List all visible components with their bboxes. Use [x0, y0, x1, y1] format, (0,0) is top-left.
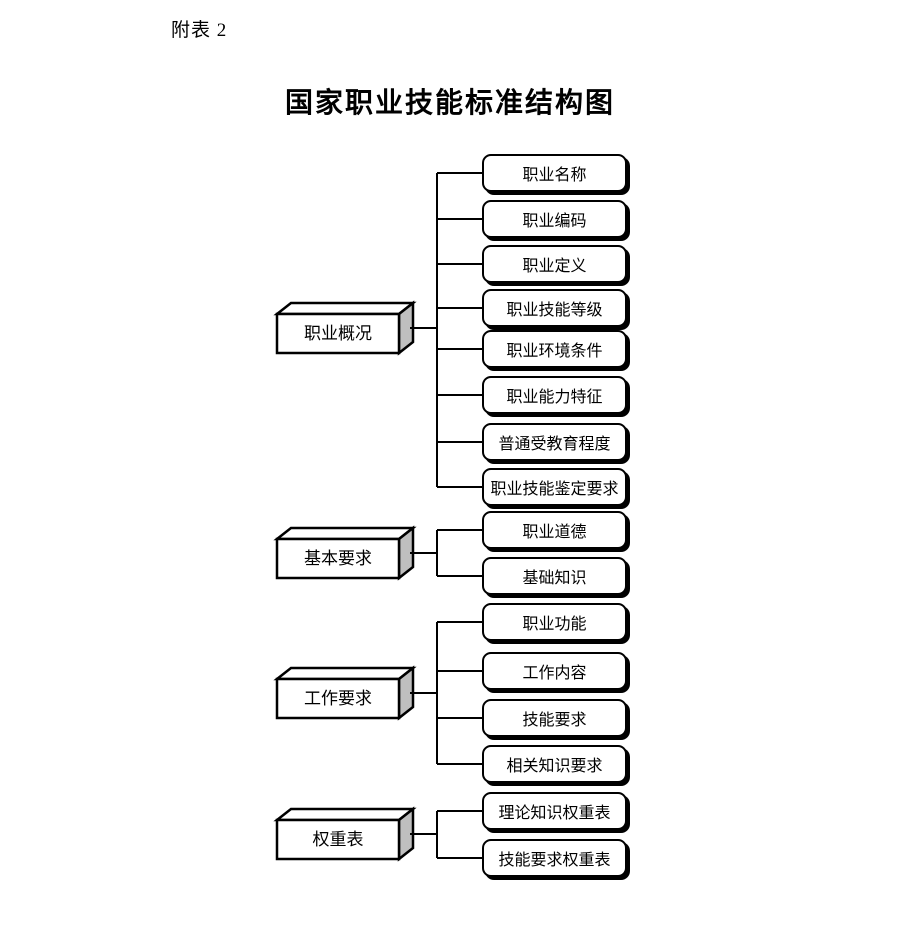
trunk-line — [436, 811, 438, 858]
parent-3d-box-weight-tables — [273, 806, 417, 862]
leaf-box-basic-requirements-1: 基础知识 — [482, 557, 627, 595]
connector-line — [437, 263, 482, 265]
leaf-box-occupation-overview-6: 普通受教育程度 — [482, 423, 627, 461]
parent-box-label-occupation-overview: 职业概况 — [304, 324, 372, 343]
connector-line — [410, 692, 437, 694]
parent-3d-box-occupation-overview — [273, 300, 417, 356]
connector-line — [437, 529, 482, 531]
leaf-box-work-requirements-1: 工作内容 — [482, 652, 627, 690]
leaf-box-occupation-overview-0: 职业名称 — [482, 154, 627, 192]
connector-line — [437, 621, 482, 623]
leaf-box-occupation-overview-2: 职业定义 — [482, 245, 627, 283]
trunk-line — [436, 530, 438, 576]
box-front-face — [275, 818, 401, 861]
leaf-box-work-requirements-0: 职业功能 — [482, 603, 627, 641]
leaf-box-weight-tables-1: 技能要求权重表 — [482, 839, 627, 877]
leaf-box-work-requirements-3: 相关知识要求 — [482, 745, 627, 783]
leaf-box-work-requirements-2: 技能要求 — [482, 699, 627, 737]
connector-line — [437, 348, 482, 350]
leaf-box-occupation-overview-4: 职业环境条件 — [482, 330, 627, 368]
connector-line — [410, 833, 437, 835]
connector-line — [437, 307, 482, 309]
connector-line — [437, 763, 482, 765]
leaf-box-weight-tables-0: 理论知识权重表 — [482, 792, 627, 830]
connector-line — [437, 486, 482, 488]
box-top-face — [273, 301, 417, 316]
parent-3d-box-work-requirements — [273, 665, 417, 721]
connector-line — [437, 810, 482, 812]
page-annotation: 附表 2 — [171, 20, 228, 41]
connector-line — [437, 441, 482, 443]
box-front-face — [275, 677, 401, 720]
connector-line — [437, 218, 482, 220]
connector-line — [437, 717, 482, 719]
parent-3d-box-basic-requirements — [273, 525, 417, 581]
box-front-face — [275, 537, 401, 580]
page-title: 国家职业技能标准结构图 — [284, 88, 615, 119]
connector-line — [437, 857, 482, 859]
leaf-box-occupation-overview-1: 职业编码 — [482, 200, 627, 238]
connector-line — [437, 394, 482, 396]
parent-box-label-weight-tables: 权重表 — [312, 830, 364, 849]
connector-line — [437, 575, 482, 577]
parent-box-label-basic-requirements: 基本要求 — [304, 549, 372, 568]
box-top-face — [273, 526, 417, 541]
box-front-face — [275, 312, 401, 355]
box-top-face — [273, 666, 417, 681]
connector-line — [437, 670, 482, 672]
leaf-box-occupation-overview-7: 职业技能鉴定要求 — [482, 468, 627, 506]
leaf-box-occupation-overview-5: 职业能力特征 — [482, 376, 627, 414]
connector-line — [410, 552, 437, 554]
leaf-box-occupation-overview-3: 职业技能等级 — [482, 289, 627, 327]
box-top-face — [273, 807, 417, 822]
trunk-line — [436, 173, 438, 487]
leaf-box-basic-requirements-0: 职业道德 — [482, 511, 627, 549]
trunk-line — [436, 622, 438, 764]
parent-box-label-work-requirements: 工作要求 — [304, 689, 372, 708]
connector-line — [437, 172, 482, 174]
connector-line — [410, 327, 437, 329]
